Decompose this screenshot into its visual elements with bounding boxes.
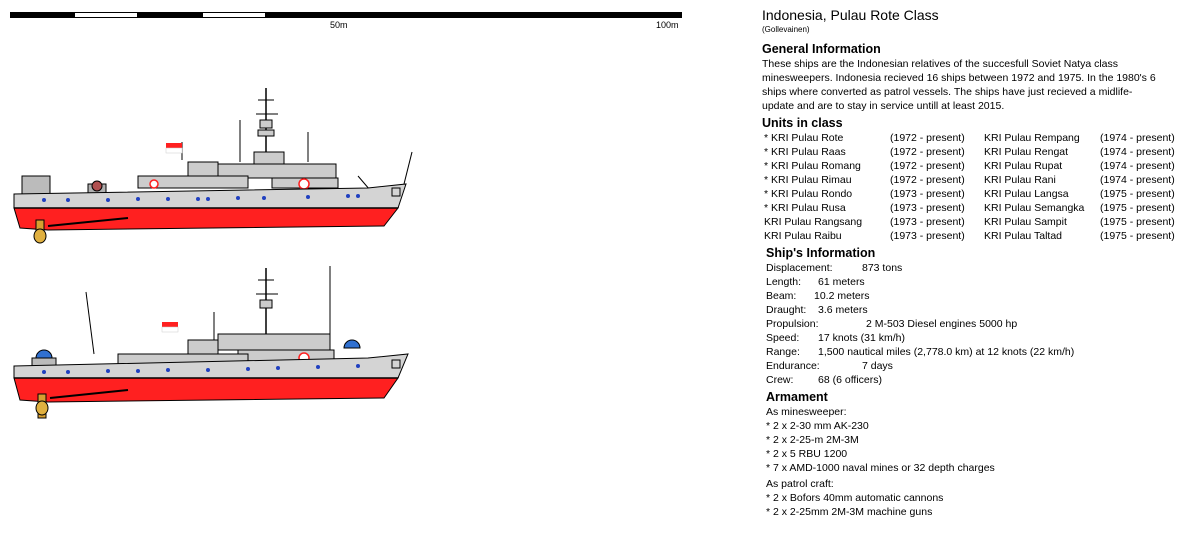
unit-years: (1974 - present) (1100, 132, 1175, 144)
spec-label: Propulsion: (766, 318, 819, 330)
unit-years: (1974 - present) (1100, 174, 1175, 186)
unit-years: (1973 - present) (890, 216, 965, 228)
spec-row: Draught: 3.6 meters (766, 303, 1186, 317)
scale-label-100m: 100m (656, 20, 679, 30)
spec-row: Speed: 17 knots (31 km/h) (766, 331, 1186, 345)
scale-bar: 50m 100m (10, 8, 682, 32)
ship-info-heading: Ship's Information (766, 246, 876, 260)
spec-value: 10.2 meters (814, 290, 870, 302)
unit-years: (1973 - present) (890, 202, 965, 214)
scale-segment (346, 12, 682, 18)
spec-row: Endurance: 7 days (766, 359, 1186, 373)
info-panel: Indonesia, Pulau Rote Class (Gollevainen… (762, 6, 1186, 519)
unit-name: KRI Pulau Rempang (984, 132, 1080, 144)
armament-minesweeper-label: As minesweeper: (766, 406, 847, 418)
spec-value: 2 M-503 Diesel engines 5000 hp (866, 318, 1018, 330)
units-list: * KRI Pulau Rote (1972 - present) KRI Pula… (762, 131, 1186, 243)
unit-years: (1972 - present) (890, 174, 965, 186)
list-item: * 2 x Bofors 40mm automatic cannons (766, 492, 944, 504)
armament-heading: Armament (766, 390, 828, 404)
list-item: * 2 x 2-25-m 2M-3M (766, 434, 859, 446)
unit-name: * KRI Pulau Rondo (764, 188, 853, 200)
spec-row: Displacement: 873 tons (766, 261, 1186, 275)
unit-years: (1975 - present) (1100, 230, 1175, 242)
spec-label: Beam: (766, 290, 797, 302)
scale-segment (138, 12, 202, 18)
unit-years: (1973 - present) (890, 230, 965, 242)
general-text: These ships are the Indonesian relatives… (762, 58, 1156, 112)
unit-name: * KRI Pulau Rimau (764, 174, 852, 186)
unit-name: KRI Pulau Raibu (764, 230, 842, 242)
unit-name: * KRI Pulau Raas (764, 146, 846, 158)
unit-years: (1975 - present) (1100, 216, 1175, 228)
list-item: * 7 x AMD-1000 naval mines or 32 depth c… (766, 462, 995, 474)
list-item: * 2 x 5 RBU 1200 (766, 448, 848, 460)
unit-name: KRI Pulau Rupat (984, 160, 1063, 172)
spec-value: 7 days (862, 360, 893, 372)
spec-label: Draught: (766, 304, 807, 316)
spec-row: Beam: 10.2 meters (766, 289, 1186, 303)
unit-name: * KRI Pulau Rote (764, 132, 844, 144)
unit-name: * KRI Pulau Romang (764, 160, 861, 172)
armament-patrol-label: As patrol craft: (766, 478, 834, 490)
unit-years: (1972 - present) (890, 160, 965, 172)
spec-label: Displacement: (766, 262, 833, 274)
scale-segment (266, 12, 346, 18)
unit-name: KRI Pulau Semangka (984, 202, 1085, 214)
unit-years: (1973 - present) (890, 188, 965, 200)
unit-years: (1975 - present) (1100, 202, 1175, 214)
spec-row: Range: 1,500 nautical miles (2,778.0 km) … (766, 345, 1186, 359)
unit-name: KRI Pulau Rangsang (764, 216, 863, 228)
author-credit: (Gollevainen) (762, 25, 810, 34)
page-title: Indonesia, Pulau Rote Class (762, 7, 939, 23)
spec-value: 68 (6 officers) (818, 374, 882, 386)
unit-name: KRI Pulau Langsa (984, 188, 1069, 200)
spec-label: Endurance: (766, 360, 820, 372)
spec-value: 873 tons (862, 262, 903, 274)
ship-profile-patrol-craft (13, 266, 409, 419)
ship-profile-minesweeper (13, 88, 413, 244)
spec-value: 1,500 nautical miles (2,778.0 km) at 12 … (818, 346, 1075, 358)
scale-segment (10, 12, 74, 18)
spec-row: Crew: 68 (6 officers) (766, 373, 1186, 387)
spec-row: Propulsion: 2 M-503 Diesel engines 5000 h… (766, 317, 1186, 331)
spec-label: Range: (766, 346, 800, 358)
general-heading: General Information (762, 42, 881, 56)
unit-name: KRI Pulau Sampit (984, 216, 1067, 228)
unit-years: (1974 - present) (1100, 146, 1175, 158)
spec-label: Crew: (766, 374, 794, 386)
unit-years: (1972 - present) (890, 146, 965, 158)
spec-value: 3.6 meters (818, 304, 868, 316)
unit-years: (1975 - present) (1100, 188, 1175, 200)
units-heading: Units in class (762, 116, 843, 130)
spec-row: Length: 61 meters (766, 275, 1186, 289)
armament-list: As minesweeper: * 2 x 2-30 mm AK-230 * 2… (766, 405, 1186, 519)
scale-label-50m: 50m (330, 20, 348, 30)
unit-name: KRI Pulau Taltad (984, 230, 1063, 242)
unit-years: (1974 - present) (1100, 160, 1175, 172)
spec-label: Speed: (766, 332, 800, 344)
spec-value: 17 knots (31 km/h) (818, 332, 905, 344)
unit-name: KRI Pulau Rengat (984, 146, 1069, 158)
spec-value: 61 meters (818, 276, 865, 288)
unit-name: * KRI Pulau Rusa (764, 202, 846, 214)
list-item: * 2 x 2-25mm 2M-3M machine guns (766, 506, 933, 518)
unit-name: KRI Pulau Rani (984, 174, 1056, 186)
spec-label: Length: (766, 276, 802, 288)
list-item: * 2 x 2-30 mm AK-230 (766, 420, 869, 432)
unit-years: (1972 - present) (890, 132, 965, 144)
